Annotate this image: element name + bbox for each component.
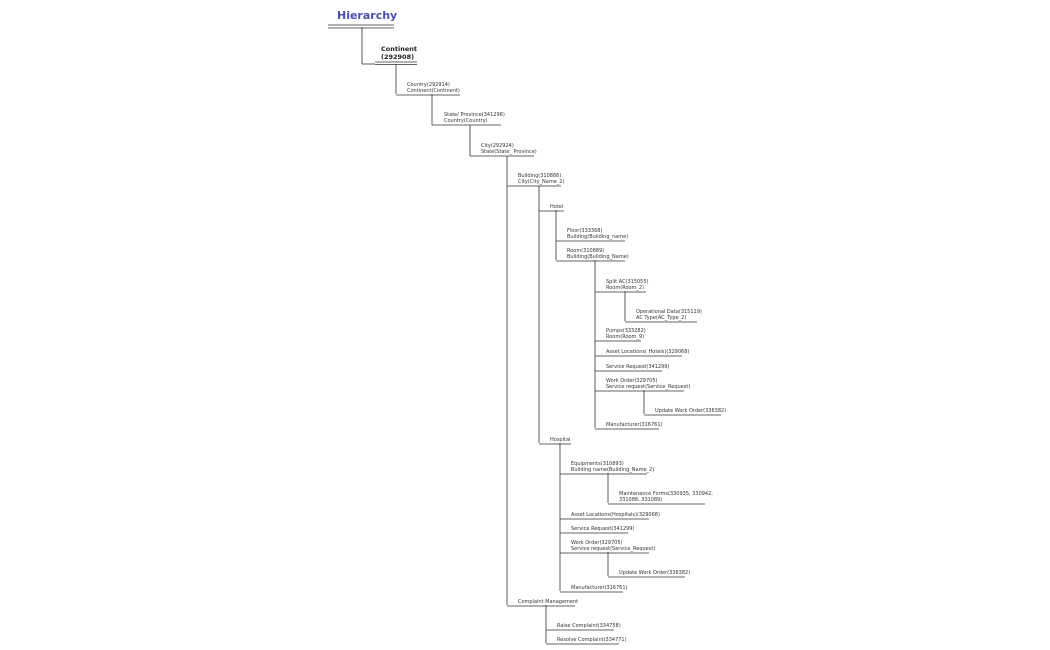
node-complaint: Complaint Management	[518, 599, 579, 605]
node-building: Building(310886) City(City_Name_2)	[518, 173, 565, 185]
node-asset-hotels: Asset Locations( Hotels)(329068)	[606, 349, 690, 355]
node-city: City(292924) State(State_ Province)	[481, 143, 537, 155]
node-uwo-hosp: Update Work Order(336382)	[619, 570, 691, 576]
node-raise: Raise Complaint(334758)	[557, 623, 621, 629]
node-country: Country(292914) Continent(Continent)	[407, 82, 460, 94]
node-uwo-hotel: Update Work Order(336382)	[655, 408, 727, 414]
node-continent: Continent (292908)	[381, 45, 417, 61]
node-sr-hosp: Service Request(341299)	[571, 526, 635, 532]
node-splitac: Split AC(315055) Room(Room_2)	[606, 279, 649, 291]
node-sr-hotel: Service Request(341299)	[606, 364, 670, 370]
node-hospital: Hospital	[550, 437, 571, 443]
node-wo-hotel: Work Order(329705) Service request(Servi…	[606, 378, 691, 390]
node-mfr-hosp: Manufacturer(316761)	[571, 585, 628, 591]
node-pumps: Pumps(333282) Room(Room_9)	[606, 328, 646, 340]
node-wo-hosp: Work Order(329705) Service request(Servi…	[571, 540, 656, 552]
node-room: Room(310889) Building(Building_Name)	[567, 248, 629, 260]
node-state: State/ Province(341296) Country(Country)	[444, 112, 505, 124]
node-mfr-hotel: Manufacturer(316761)	[606, 422, 663, 428]
node-resolve: Resolve Complaint(334771)	[557, 637, 627, 643]
node-floor: Floor(333368) Building(Building_name)	[567, 228, 629, 240]
node-equip: Equipments(310893) Building name(Buildin…	[571, 461, 655, 473]
node-hotel: Hotel	[550, 204, 564, 210]
node-asset-hosp: Asset Locations(Hospitals)(329068)	[571, 512, 660, 518]
node-maint: Maintenance Forms(330935, 330942, 331088…	[619, 491, 713, 503]
diagram-title: Hierarchy	[337, 9, 398, 22]
node-opdata: Operational Data(315119) AC Type(AC_Type…	[636, 309, 702, 321]
